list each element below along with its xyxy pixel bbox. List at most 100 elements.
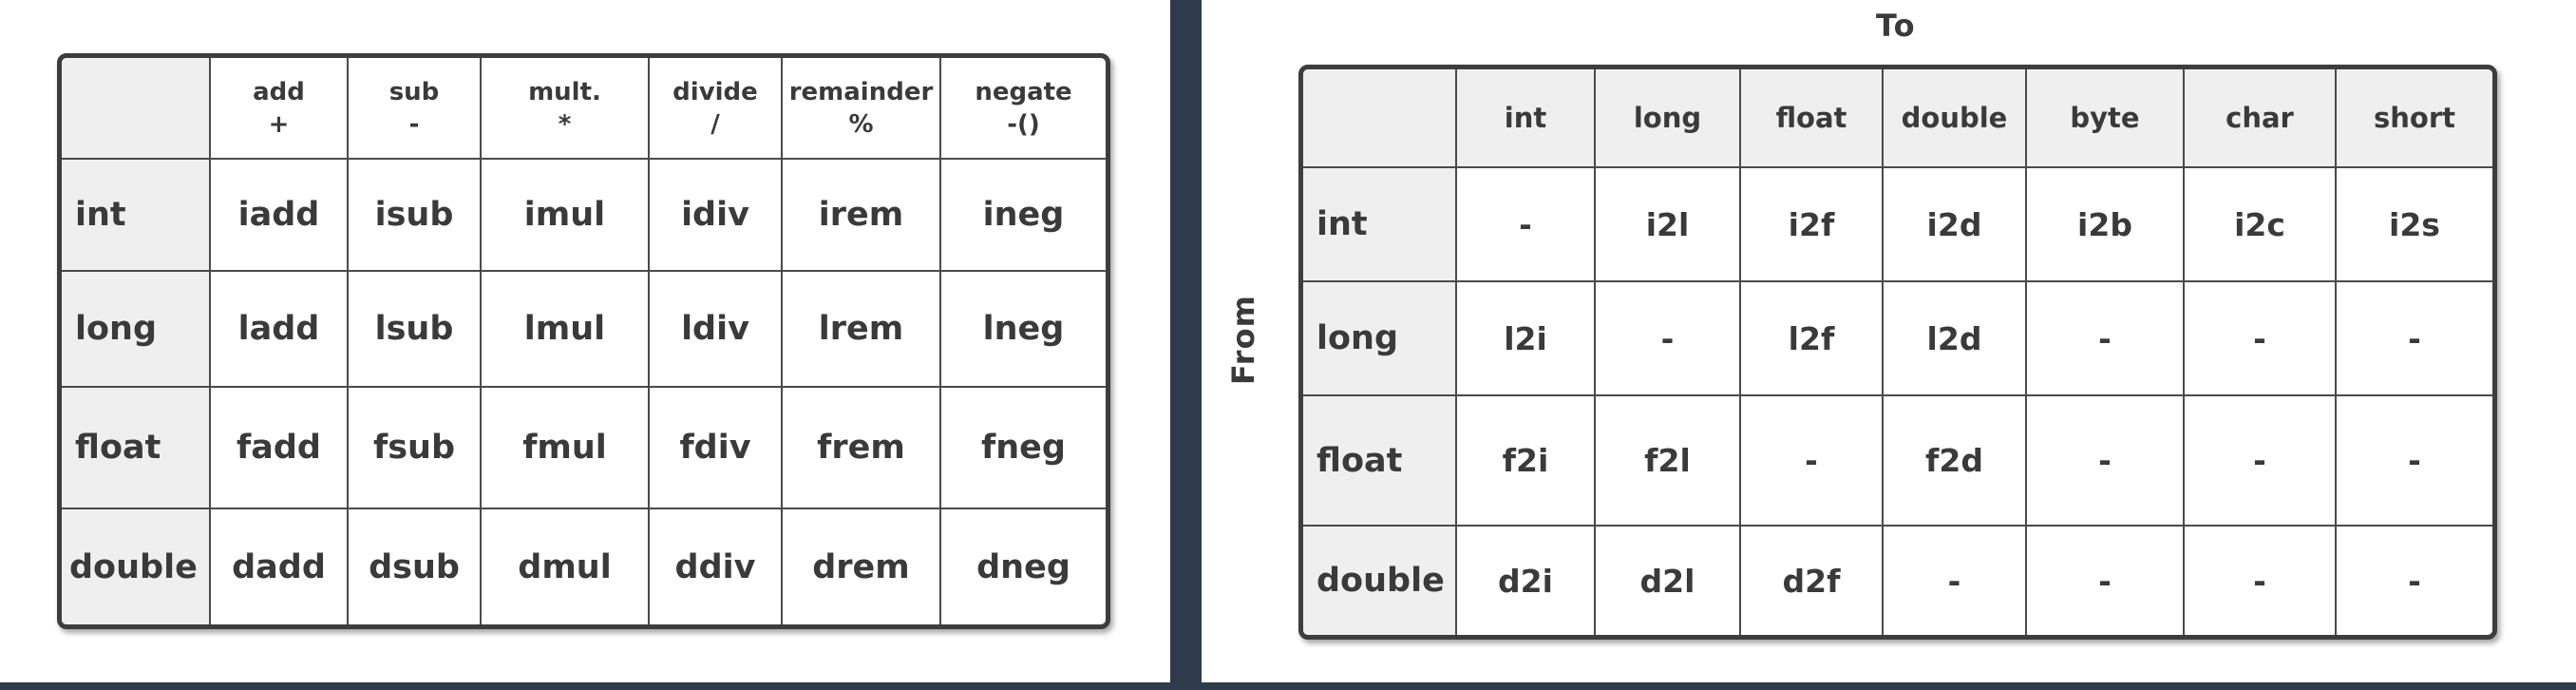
table-cell: - — [1455, 166, 1596, 282]
table-cell: idiv — [648, 158, 783, 272]
table-cell: - — [2025, 280, 2185, 396]
table-cell: ldiv — [648, 270, 783, 388]
op-header-add: add + — [209, 58, 349, 160]
to-axis-label: To — [1876, 8, 1916, 44]
to-type-header: double — [1882, 69, 2027, 168]
to-type-header: short — [2335, 69, 2492, 168]
op-header-remainder: remainder% — [781, 58, 941, 160]
op-symbol: % — [848, 109, 874, 139]
table-cell: - — [1594, 280, 1741, 396]
op-header-mult: mult. * — [480, 58, 650, 160]
row-type-label: int — [62, 158, 211, 272]
table-cell: fadd — [209, 386, 349, 509]
op-name: negate — [975, 77, 1072, 106]
row-type-label: double — [62, 508, 211, 624]
op-name: remainder — [788, 77, 934, 106]
table-cell: dadd — [209, 508, 349, 624]
op-header-sub: sub - — [347, 58, 482, 160]
op-symbol: / — [710, 109, 720, 139]
table-cell: d2l — [1594, 525, 1741, 635]
table-cell: frem — [781, 386, 941, 509]
table-row: long l2i - l2f l2d - - - — [1303, 280, 2492, 396]
table-cell: lneg — [939, 270, 1106, 388]
op-symbol: - — [408, 109, 420, 139]
header-row: int long float double byte char short — [1303, 69, 2492, 168]
from-type-label: int — [1303, 166, 1457, 282]
table-cell: - — [2335, 394, 2492, 527]
table-cell: fmul — [480, 386, 650, 509]
table-cell: - — [1739, 394, 1884, 527]
table-cell: d2i — [1455, 525, 1596, 635]
table-cell: - — [2335, 525, 2492, 635]
op-symbol: -() — [1007, 109, 1040, 139]
conversion-table: int long float double byte char short in… — [1303, 69, 2492, 635]
table-cell: i2l — [1594, 166, 1741, 282]
op-name: divide — [672, 77, 758, 106]
table-cell: l2d — [1882, 280, 2027, 396]
table-cell: iadd — [209, 158, 349, 272]
table-cell: lsub — [347, 270, 482, 388]
header-row: add + sub - mult. * divide / remainder% nega… — [62, 58, 1106, 160]
row-type-label: long — [62, 270, 211, 388]
arithmetic-table-frame: add + sub - mult. * divide / remainder% nega… — [57, 53, 1110, 629]
row-type-label: float — [62, 386, 211, 509]
table-row: double dadd dsub dmul ddiv drem dneg — [62, 508, 1106, 624]
op-header-negate: negate -() — [939, 58, 1106, 160]
conversion-table-frame: int long float double byte char short in… — [1298, 65, 2497, 640]
from-type-label: double — [1303, 525, 1457, 635]
corner-cell — [62, 58, 211, 160]
table-row: long ladd lsub lmul ldiv lrem lneg — [62, 270, 1106, 388]
from-type-label: long — [1303, 280, 1457, 396]
op-name: sub — [388, 77, 440, 106]
table-cell: i2d — [1882, 166, 2027, 282]
table-cell: drem — [781, 508, 941, 624]
table-cell: lrem — [781, 270, 941, 388]
op-symbol: * — [558, 109, 572, 139]
from-axis-label: From — [1225, 295, 1261, 385]
table-cell: - — [2183, 394, 2337, 527]
table-cell: i2c — [2183, 166, 2337, 282]
table-cell: ineg — [939, 158, 1106, 272]
table-cell: - — [1882, 525, 2027, 635]
table-cell: - — [2335, 280, 2492, 396]
table-cell: irem — [781, 158, 941, 272]
from-type-label: float — [1303, 394, 1457, 527]
op-header-divide: divide / — [648, 58, 783, 160]
table-cell: l2f — [1739, 280, 1884, 396]
table-cell: imul — [480, 158, 650, 272]
table-cell: - — [2025, 525, 2185, 635]
table-cell: d2f — [1739, 525, 1884, 635]
op-symbol: + — [268, 109, 290, 139]
table-cell: - — [2183, 280, 2337, 396]
table-cell: i2b — [2025, 166, 2185, 282]
table-row: int - i2l i2f i2d i2b i2c i2s — [1303, 166, 2492, 282]
table-row: double d2i d2l d2f - - - - — [1303, 525, 2492, 635]
table-cell: ddiv — [648, 508, 783, 624]
to-type-header: float — [1739, 69, 1884, 168]
table-cell: f2d — [1882, 394, 2027, 527]
table-cell: i2f — [1739, 166, 1884, 282]
corner-cell — [1303, 69, 1457, 168]
to-type-header: char — [2183, 69, 2337, 168]
to-type-header: byte — [2025, 69, 2185, 168]
table-cell: ladd — [209, 270, 349, 388]
table-cell: fsub — [347, 386, 482, 509]
table-cell: dsub — [347, 508, 482, 624]
table-cell: fneg — [939, 386, 1106, 509]
table-cell: fdiv — [648, 386, 783, 509]
op-name: add — [253, 77, 305, 106]
table-row: int iadd isub imul idiv irem ineg — [62, 158, 1106, 272]
to-type-header: int — [1455, 69, 1596, 168]
table-cell: - — [2183, 525, 2337, 635]
arithmetic-table: add + sub - mult. * divide / remainder% nega… — [62, 58, 1106, 624]
table-cell: isub — [347, 158, 482, 272]
table-cell: dneg — [939, 508, 1106, 624]
table-cell: f2i — [1455, 394, 1596, 527]
table-cell: dmul — [480, 508, 650, 624]
table-row: float f2i f2l - f2d - - - — [1303, 394, 2492, 527]
table-cell: lmul — [480, 270, 650, 388]
table-cell: - — [2025, 394, 2185, 527]
table-row: float fadd fsub fmul fdiv frem fneg — [62, 386, 1106, 509]
to-type-header: long — [1594, 69, 1741, 168]
op-name: mult. — [528, 77, 601, 106]
